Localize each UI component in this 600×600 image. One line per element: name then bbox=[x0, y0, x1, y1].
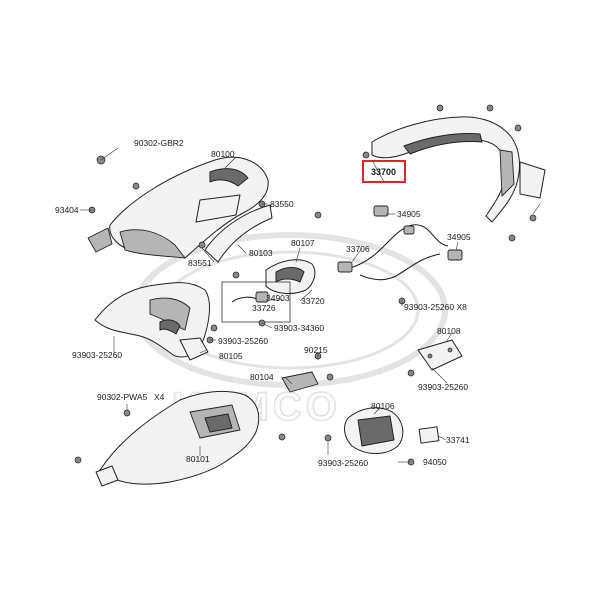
label-93903-34360[interactable]: 93903-34360 bbox=[274, 323, 324, 333]
socket-34903 bbox=[221, 281, 291, 323]
label-90302-gbr2[interactable]: 90302-GBR2 bbox=[134, 138, 184, 148]
label-93903-25260-mid[interactable]: 93903-25260 bbox=[218, 336, 268, 346]
label-90302-pwa5[interactable]: 90302-PWA5 bbox=[97, 392, 148, 402]
label-90215[interactable]: 90215 bbox=[304, 345, 328, 355]
license-light-33720 bbox=[265, 259, 316, 294]
label-80101[interactable]: 80101 bbox=[186, 454, 210, 464]
label-33700[interactable]: 33700 bbox=[371, 167, 396, 177]
label-93903-25260-bottom[interactable]: 93903-25260 bbox=[318, 458, 368, 468]
label-33741[interactable]: 33741 bbox=[446, 435, 470, 445]
label-80103[interactable]: 80103 bbox=[249, 248, 273, 258]
highlight-box-33700[interactable] bbox=[362, 160, 406, 183]
label-80104[interactable]: 80104 bbox=[250, 372, 274, 382]
bracket-80108 bbox=[417, 339, 463, 371]
label-x4: X4 bbox=[154, 392, 165, 402]
label-93903-25260-left[interactable]: 93903-25260 bbox=[72, 350, 122, 360]
wiring-harness-33706 bbox=[337, 205, 463, 281]
label-80106[interactable]: 80106 bbox=[371, 401, 395, 411]
tail-light-33700 bbox=[371, 116, 546, 223]
label-83551[interactable]: 83551 bbox=[188, 258, 212, 268]
label-34903[interactable]: 34903 bbox=[266, 293, 290, 303]
rear-undertray-80105 bbox=[94, 282, 210, 361]
leader-lines bbox=[80, 147, 541, 463]
label-80107[interactable]: 80107 bbox=[291, 238, 315, 248]
label-94050[interactable]: 94050 bbox=[423, 457, 447, 467]
label-33720[interactable]: 33720 bbox=[301, 296, 325, 306]
label-80100[interactable]: 80100 bbox=[211, 149, 235, 159]
fender-extension-80103 bbox=[204, 204, 273, 263]
label-33706[interactable]: 33706 bbox=[346, 244, 370, 254]
label-80108[interactable]: 80108 bbox=[437, 326, 461, 336]
plate-33741 bbox=[418, 426, 440, 444]
bracket-80104 bbox=[281, 371, 319, 393]
label-80105[interactable]: 80105 bbox=[219, 351, 243, 361]
rear-fender-80100 bbox=[87, 156, 269, 259]
label-93903-25260-right[interactable]: 93903-25260 bbox=[418, 382, 468, 392]
label-83550[interactable]: 83550 bbox=[270, 199, 294, 209]
label-34905-upper[interactable]: 34905 bbox=[397, 209, 421, 219]
label-34905-lower[interactable]: 34905 bbox=[447, 232, 471, 242]
inner-fender-80101 bbox=[95, 390, 260, 487]
label-93903-25260-x8[interactable]: 93903-25260 X8 bbox=[404, 302, 467, 312]
label-33726[interactable]: 33726 bbox=[252, 303, 276, 313]
license-holder-80106 bbox=[344, 407, 404, 454]
label-93404[interactable]: 93404 bbox=[55, 205, 79, 215]
part-labels: 90302-GBR2 80100 93404 83550 83551 80103… bbox=[55, 138, 471, 468]
